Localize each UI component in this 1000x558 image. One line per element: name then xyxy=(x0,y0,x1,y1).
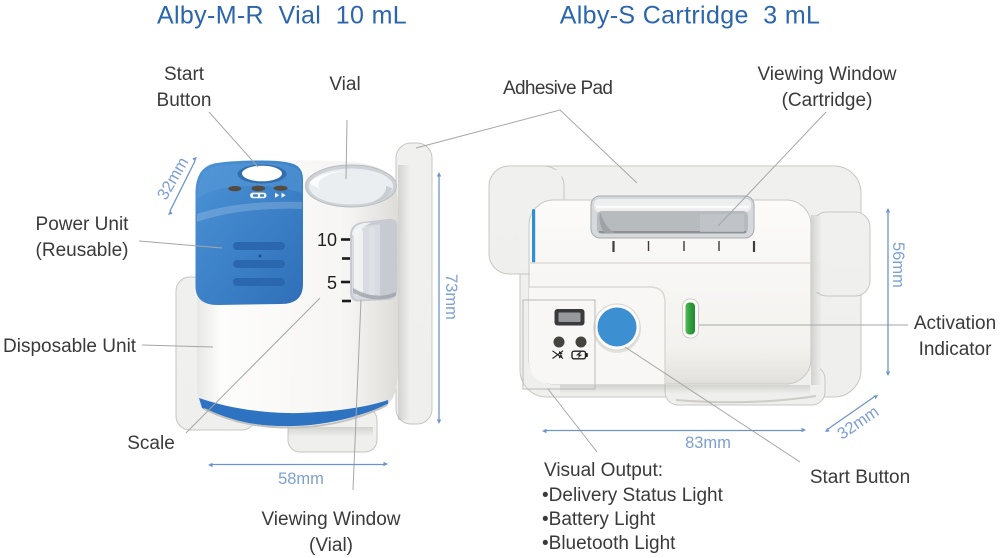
svg-text:58mm: 58mm xyxy=(278,470,324,488)
svg-text:Start Button: Start Button xyxy=(810,467,910,488)
svg-text:Visual Output:: Visual Output: xyxy=(544,460,663,481)
svg-text:Power Unit: Power Unit xyxy=(36,214,130,235)
svg-text:Alby-S Cartridge 3 mL: Alby-S Cartridge 3 mL xyxy=(560,2,821,30)
svg-text:Vial: Vial xyxy=(329,74,360,95)
svg-text:56mm: 56mm xyxy=(889,242,907,288)
svg-text:(Vial): (Vial) xyxy=(309,535,353,556)
svg-text:Indicator: Indicator xyxy=(919,339,993,360)
svg-text:Activation: Activation xyxy=(914,313,996,334)
svg-text:Start: Start xyxy=(164,64,205,85)
svg-text:10: 10 xyxy=(317,230,337,250)
svg-text:(Cartridge): (Cartridge) xyxy=(782,90,873,111)
svg-text:Button: Button xyxy=(157,90,212,111)
svg-text:Viewing Window: Viewing Window xyxy=(261,509,400,530)
svg-text:Scale: Scale xyxy=(127,433,175,454)
svg-text:32mm: 32mm xyxy=(834,403,882,444)
svg-text:Disposable Unit: Disposable Unit xyxy=(3,336,137,357)
svg-text:(Reusable): (Reusable) xyxy=(36,240,129,261)
svg-text:•Bluetooth Light: •Bluetooth Light xyxy=(542,533,676,554)
svg-text:•Delivery Status Light: •Delivery Status Light xyxy=(542,485,724,506)
svg-text:5: 5 xyxy=(327,273,337,293)
svg-text:73mm: 73mm xyxy=(442,274,460,320)
svg-text:Viewing Window: Viewing Window xyxy=(757,64,896,85)
svg-text:Alby-M-R Vial 10 mL: Alby-M-R Vial 10 mL xyxy=(157,2,407,30)
svg-text:Adhesive Pad: Adhesive Pad xyxy=(503,78,613,99)
svg-text:83mm: 83mm xyxy=(685,434,731,452)
svg-text:•Battery Light: •Battery Light xyxy=(542,509,656,530)
